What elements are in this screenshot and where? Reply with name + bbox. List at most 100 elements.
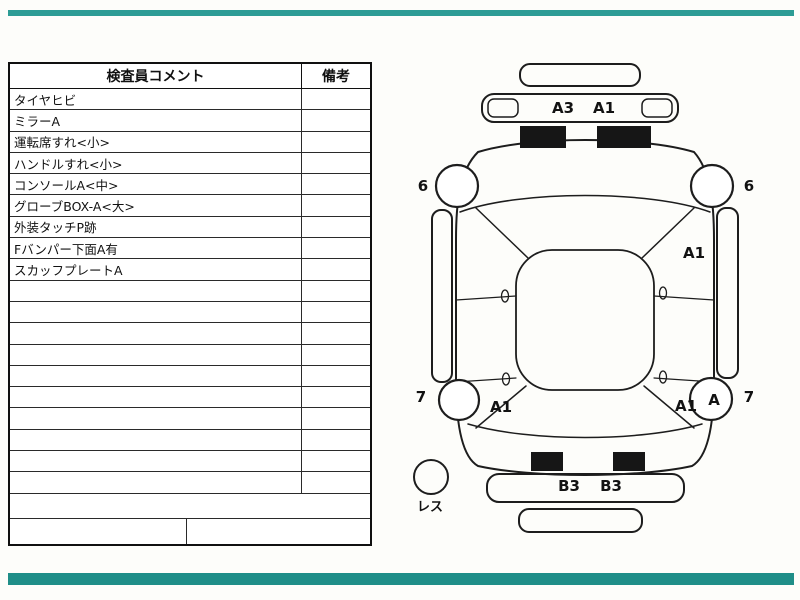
comment-cell: コンソールA<中> xyxy=(10,174,302,195)
empty-cell xyxy=(10,518,187,544)
remarks-cell xyxy=(302,281,370,301)
table-row xyxy=(10,429,370,452)
spare-label: レス xyxy=(417,500,443,515)
headlight-left xyxy=(487,98,519,118)
damage-label-a1-rear-left: A1 xyxy=(490,398,512,416)
remarks-cell xyxy=(302,238,370,258)
remarks-cell xyxy=(302,153,370,173)
rear-damage-mark-right xyxy=(613,452,645,471)
remarks-column-header: 備考 xyxy=(322,69,350,85)
comments-column-header: 検査員コメント xyxy=(10,64,302,88)
door-handle-mark xyxy=(658,286,668,300)
empty-cell xyxy=(187,519,370,544)
front-bumper xyxy=(481,93,679,123)
table-row: タイヤヒビ xyxy=(10,89,370,111)
front-damage-mark-right xyxy=(597,126,651,148)
remarks-cell xyxy=(302,387,370,407)
table-row xyxy=(10,280,370,302)
front-damage-mark-left xyxy=(520,126,566,148)
comment-cell: 運転席すれ<小> xyxy=(10,131,302,152)
top-border-line xyxy=(8,10,794,16)
comment-cell xyxy=(10,472,302,493)
remarks-cell xyxy=(302,408,370,428)
door-handle-mark xyxy=(658,370,668,384)
comment-cell xyxy=(10,451,302,472)
table-row: コンソールA<中> xyxy=(10,174,370,196)
remarks-cell xyxy=(302,430,370,450)
comment-cell xyxy=(10,301,302,323)
remarks-cell xyxy=(302,259,370,279)
comment-cell: ミラーA xyxy=(10,110,302,131)
table-row xyxy=(10,387,370,409)
remarks-cell xyxy=(302,89,370,109)
remarks-cell xyxy=(302,195,370,215)
a-pillar-right xyxy=(641,207,695,259)
rocker-panel-right xyxy=(716,207,739,379)
table-row xyxy=(10,301,370,324)
door-seam-left-front xyxy=(455,295,517,301)
remarks-cell xyxy=(302,345,370,365)
remarks-cell xyxy=(302,110,370,130)
table-row xyxy=(10,323,370,345)
remarks-cell xyxy=(302,451,370,471)
table-row xyxy=(10,451,370,473)
door-seam-right-front xyxy=(653,295,715,301)
c-pillar-right xyxy=(643,385,695,429)
rear-bumper xyxy=(486,473,685,503)
rear-damage-mark-left xyxy=(531,452,563,471)
comment-cell: Fバンパー下面A有 xyxy=(10,238,302,259)
remarks-cell xyxy=(302,174,370,194)
wheel-rear-left xyxy=(437,378,481,422)
remarks-cell xyxy=(302,132,370,152)
a-pillar-left xyxy=(475,207,529,259)
hood-line xyxy=(459,194,711,213)
wheel-label-front-left: 6 xyxy=(418,177,428,195)
damage-label-a-rear-wheel: A xyxy=(708,391,720,409)
table-row xyxy=(10,472,370,494)
table-row: 運転席すれ<小> xyxy=(10,131,370,153)
wheel-label-rear-right: 7 xyxy=(744,388,754,406)
remarks-cell xyxy=(302,472,370,492)
bottom-border-line xyxy=(8,573,794,585)
table-row xyxy=(10,365,370,388)
door-handle-mark xyxy=(501,372,511,386)
wheel-front-right xyxy=(689,163,735,209)
table-row-bottom-full xyxy=(10,494,370,519)
damage-label-a1-right-side: A1 xyxy=(683,244,705,262)
damage-label-a1-rear-right: A1 xyxy=(675,397,697,415)
wheel-label-rear-left: 7 xyxy=(416,388,426,406)
spare-tire-circle xyxy=(413,459,449,495)
table-row xyxy=(10,408,370,430)
wheel-label-front-right: 6 xyxy=(744,177,754,195)
door-handle-mark xyxy=(500,289,510,303)
remarks-cell xyxy=(302,323,370,343)
car-body-outline xyxy=(455,139,715,476)
table-row: スカッフプレートA xyxy=(10,259,370,281)
table-row: グローブBOX-A<大> xyxy=(10,195,370,217)
comment-cell xyxy=(10,408,302,429)
damage-label-b3-right: B3 xyxy=(600,477,622,495)
table-row xyxy=(10,344,370,366)
remarks-cell xyxy=(302,217,370,237)
rocker-panel-left xyxy=(431,209,453,383)
comment-cell: ハンドルすれ<小> xyxy=(10,152,302,174)
comment-cell xyxy=(10,323,302,344)
table-header-row: 検査員コメント 備考 xyxy=(10,64,370,89)
damage-label-b3-left: B3 xyxy=(558,477,580,495)
remarks-cell xyxy=(302,302,370,322)
vehicle-damage-diagram: A3 A1 6 6 A1 7 7 A A1 A1 B3 B3 レス xyxy=(413,63,754,533)
comment-cell: タイヤヒビ xyxy=(10,89,302,110)
table-row: 外装タッチP跡 xyxy=(10,216,370,239)
table-row: ハンドルすれ<小> xyxy=(10,152,370,175)
table-row-bottom-split xyxy=(10,518,370,544)
comment-cell: 外装タッチP跡 xyxy=(10,216,302,238)
cabin-outline xyxy=(515,249,655,391)
comment-cell xyxy=(10,344,302,365)
wheel-front-left xyxy=(434,163,480,209)
comment-cell xyxy=(10,429,302,451)
c-pillar-left xyxy=(475,385,527,429)
trunk-line xyxy=(467,423,703,439)
